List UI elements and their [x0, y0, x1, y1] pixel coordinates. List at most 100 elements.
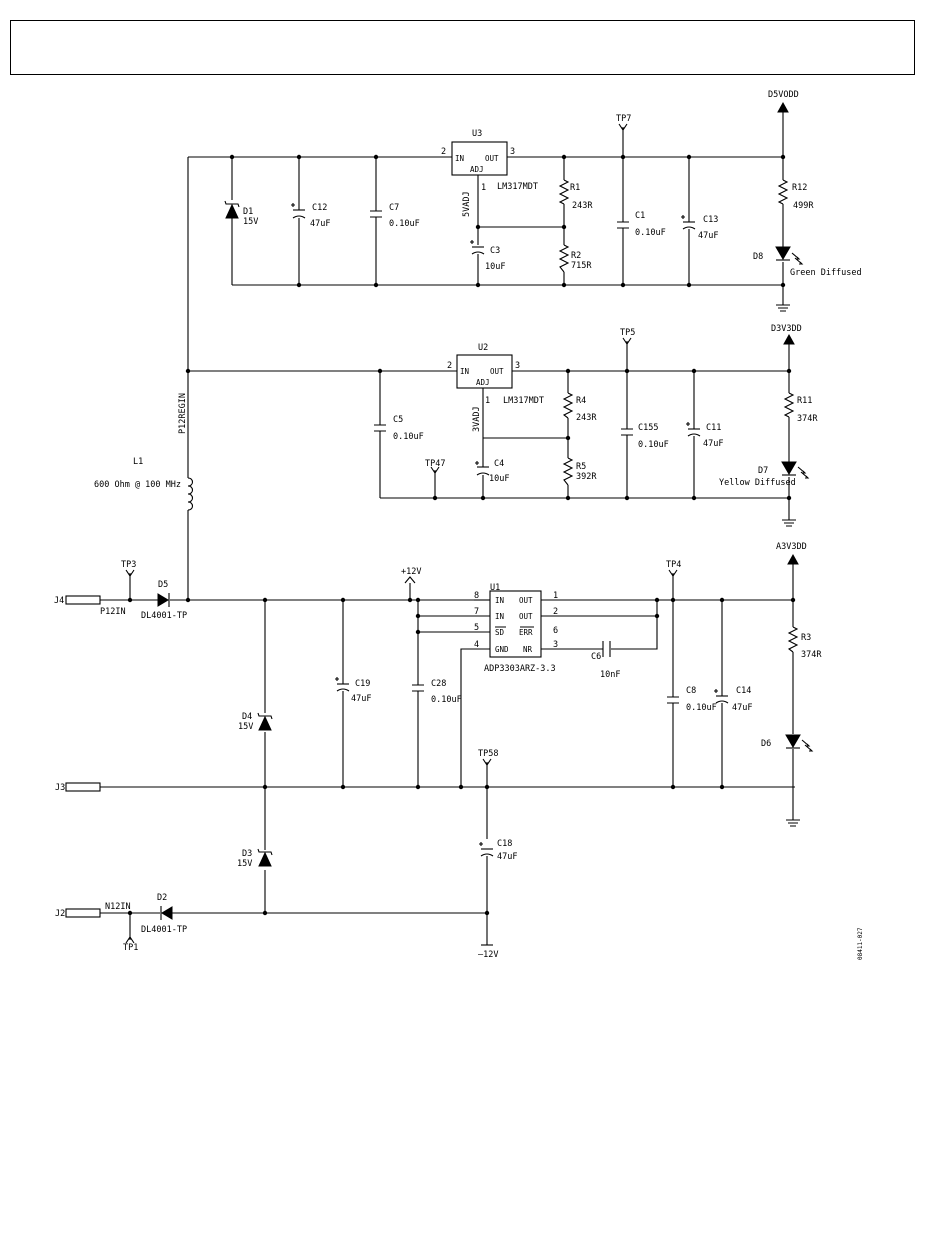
d7-ref: D7 — [758, 466, 768, 476]
c28-capacitor — [412, 684, 424, 692]
d6-led — [785, 734, 814, 752]
u1-pin-6: 6 — [553, 626, 558, 636]
u3-pin-out: 3 — [510, 147, 515, 157]
d5v-arrow-icon — [777, 101, 789, 113]
r5-value: 392R — [576, 472, 597, 482]
r4-ref: R4 — [576, 396, 586, 406]
c14-value: 47uF — [732, 703, 752, 713]
net-p12in: P12IN — [100, 607, 126, 617]
l1-ref: L1 — [133, 457, 143, 467]
title-block — [10, 20, 915, 75]
c5-capacitor — [374, 424, 386, 432]
u2-part: LM317MDT — [503, 396, 544, 406]
u2-pin-in: 2 — [447, 361, 452, 371]
u1-in-label: IN — [495, 596, 504, 605]
d8-value: Green Diffused — [790, 268, 862, 278]
u1-pin-5: 5 — [474, 623, 479, 633]
c4-capacitor — [475, 461, 490, 476]
c8-ref: C8 — [686, 686, 696, 696]
u3-out-label: OUT — [485, 154, 499, 163]
u1-pin-8: 8 — [474, 591, 479, 601]
r12-value: 499R — [793, 201, 814, 211]
j3-connector[interactable] — [65, 782, 101, 792]
net-5vadj: 5VADJ — [462, 191, 472, 217]
tp3-testpoint — [125, 569, 135, 577]
section-3v3-regulator: D3V3DD TP5 U2 IN OUT ADJ 2 3 1 LM317MDT … — [185, 324, 818, 527]
c13-capacitor — [681, 215, 696, 230]
tp47-label: TP47 — [425, 459, 445, 469]
p12-arrow-icon — [404, 576, 416, 584]
r4-resistor — [562, 392, 574, 419]
d3-value: 15V — [237, 859, 252, 869]
ground-icon — [786, 819, 800, 827]
c155-capacitor — [621, 428, 633, 436]
tp47-testpoint — [430, 466, 440, 474]
rail-label-d5v: D5VODD — [768, 90, 799, 100]
c6-ref: C6 — [591, 652, 601, 662]
d1-value: 15V — [243, 217, 258, 227]
c13-value: 47uF — [698, 231, 718, 241]
c1-ref: C1 — [635, 211, 645, 221]
u1-out-label: OUT — [519, 596, 533, 605]
r2-ref: R2 — [571, 251, 581, 261]
d4-value: 15V — [238, 722, 253, 732]
c8-capacitor — [667, 696, 679, 704]
rail-label-p12: +12V — [401, 567, 421, 577]
j4-label: J4 — [54, 596, 64, 606]
c19-ref: C19 — [355, 679, 370, 689]
j4-connector[interactable] — [65, 595, 101, 605]
j3-label: J3 — [55, 783, 65, 793]
c12-ref: C12 — [312, 203, 327, 213]
c7-value: 0.10uF — [389, 219, 420, 229]
u1-part: ADP3303ARZ-3.3 — [484, 664, 556, 674]
c12-value: 47uF — [310, 219, 330, 229]
c3-capacitor — [470, 240, 485, 255]
u3-part: LM317MDT — [497, 182, 538, 192]
d5-diode — [157, 593, 170, 607]
d6-ref: D6 — [761, 739, 771, 749]
c1-value: 0.10uF — [635, 228, 666, 238]
rail-label-n12: –12V — [478, 950, 498, 960]
u1-err-label: ERR — [519, 628, 533, 637]
c7-ref: C7 — [389, 203, 399, 213]
rail-label-a3v: A3V3DD — [776, 542, 807, 552]
r3-ref: R3 — [801, 633, 811, 643]
d3-zener-diode — [257, 848, 273, 867]
u1-ref: U1 — [490, 583, 500, 593]
u1-pin-1: 1 — [553, 591, 558, 601]
tp1-label: TP1 — [123, 943, 138, 953]
c14-ref: C14 — [736, 686, 751, 696]
r5-ref: R5 — [576, 462, 586, 472]
c6-value: 10nF — [600, 670, 620, 680]
l1-inductor — [187, 477, 194, 511]
tp5-label: TP5 — [620, 328, 635, 338]
c155-ref: C155 — [638, 423, 658, 433]
c4-value: 10uF — [489, 474, 509, 484]
c18-value: 47uF — [497, 852, 517, 862]
tp4-testpoint — [668, 569, 678, 577]
u2-pin-out: 3 — [515, 361, 520, 371]
section-5v-regulator: D5VODD TP7 U3 IN OUT ADJ 2 3 1 LM317MDT … — [188, 90, 862, 312]
c7-capacitor — [370, 210, 382, 218]
u3-adj-label: ADJ — [470, 165, 484, 174]
c28-ref: C28 — [431, 679, 446, 689]
u1-nr-label: NR — [523, 645, 533, 654]
c14-capacitor — [714, 689, 729, 704]
c4-ref: C4 — [494, 459, 504, 469]
r4-value: 243R — [576, 413, 597, 423]
u3-ref: U3 — [472, 129, 482, 139]
ground-icon — [782, 519, 796, 527]
c28-value: 0.10uF — [431, 695, 462, 705]
u2-ref: U2 — [478, 343, 488, 353]
rail-label-d3v: D3V3DD — [771, 324, 802, 334]
c6-capacitor — [602, 641, 611, 657]
u1-pin-3: 3 — [553, 640, 558, 650]
net-p12regin: P12REGIN — [178, 393, 188, 434]
j2-connector[interactable] — [65, 908, 101, 918]
c11-capacitor — [686, 422, 701, 437]
u1-pin-4: 4 — [474, 640, 479, 650]
l1-value: 600 Ohm @ 100 MHz — [94, 480, 181, 490]
c8-value: 0.10uF — [686, 703, 717, 713]
u1-sd-label: SD — [495, 628, 505, 637]
